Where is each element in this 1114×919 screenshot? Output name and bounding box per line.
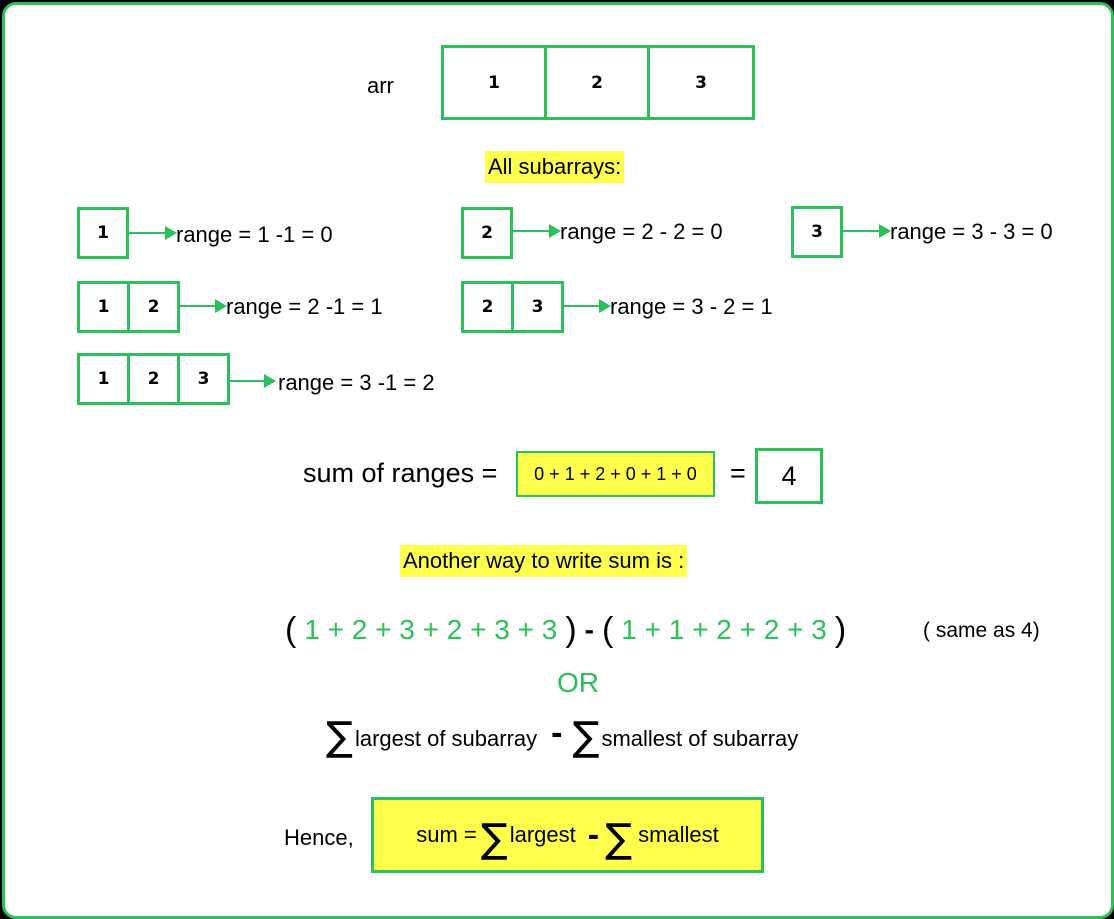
close-paren: ) (565, 611, 577, 649)
range-label: range = 3 -1 = 2 (278, 370, 435, 395)
arrow-icon (180, 299, 227, 313)
or-label: OR (557, 667, 599, 698)
subarray-cell: 2 (127, 281, 180, 333)
subarray-cell: 3 (791, 206, 843, 258)
arrow-icon (513, 224, 561, 238)
subarray-cell: 1 (77, 207, 129, 259)
subarray-cell: 1 (77, 281, 130, 333)
sigma-icon: ∑ (326, 714, 353, 760)
arrow-icon (843, 224, 891, 238)
arrow-icon (230, 374, 276, 388)
range-label: range = 1 -1 = 0 (176, 222, 333, 247)
sigma-icon: ∑ (480, 816, 508, 862)
sigma-formula-line: ∑ largest of subarray - ∑ smallest of su… (326, 713, 799, 757)
subarray-cell: 2 (461, 207, 513, 259)
same-as-note: ( same as 4) (923, 619, 1040, 642)
arr-cell-1: 1 (441, 45, 547, 120)
formula-line: ( 1 + 2 + 3 + 2 + 3 + 3 ) - ( 1 + 1 + 2 … (285, 613, 846, 647)
range-label: range = 2 - 2 = 0 (560, 219, 723, 244)
largest-of-subarray-label: largest of subarray (354, 726, 538, 751)
subarray-cell: 3 (177, 353, 230, 405)
range-label: range = 2 -1 = 1 (226, 294, 383, 319)
largest-label: largest (509, 822, 576, 847)
minus-sign: - (587, 816, 600, 854)
arr-label: arr (367, 73, 394, 98)
largest-sum-expression: 1 + 2 + 3 + 2 + 3 + 3 (304, 614, 558, 645)
sigma-icon: ∑ (572, 714, 600, 760)
sum-label: sum = (416, 822, 477, 847)
minus-sign: - (584, 614, 594, 645)
arrow-icon (129, 226, 177, 240)
sigma-icon: ∑ (605, 816, 633, 862)
another-way-heading: Another way to write sum is : (400, 545, 688, 577)
arr-cell-3: 3 (647, 45, 755, 120)
arr-cell-2: 2 (544, 45, 650, 120)
smallest-sum-expression: 1 + 1 + 2 + 2 + 3 (621, 614, 827, 645)
close-paren: ) (834, 611, 847, 649)
conclusion-box: sum = ∑ largest - ∑ smallest (371, 797, 764, 873)
range-label: range = 3 - 2 = 1 (610, 294, 773, 319)
subarray-cell: 2 (461, 281, 514, 333)
subarray-cell: 3 (511, 281, 564, 333)
arrow-icon (564, 299, 611, 313)
smallest-of-subarray-label: smallest of subarray (601, 726, 799, 751)
equals-sign: = (730, 458, 746, 488)
sum-result-box: 4 (755, 448, 823, 504)
sum-of-ranges-label: sum of ranges = (303, 458, 498, 488)
sum-expression-box: 0 + 1 + 2 + 0 + 1 + 0 (516, 451, 715, 497)
minus-sign: - (551, 714, 563, 752)
subarray-cell: 2 (127, 353, 180, 405)
open-paren: ( (601, 611, 614, 649)
open-paren: ( (285, 611, 297, 649)
subarrays-heading: All subarrays: (485, 151, 625, 183)
smallest-label: smallest (638, 822, 719, 847)
hence-label: Hence, (284, 825, 354, 850)
range-label: range = 3 - 3 = 0 (890, 219, 1053, 244)
subarray-cell: 1 (77, 353, 130, 405)
